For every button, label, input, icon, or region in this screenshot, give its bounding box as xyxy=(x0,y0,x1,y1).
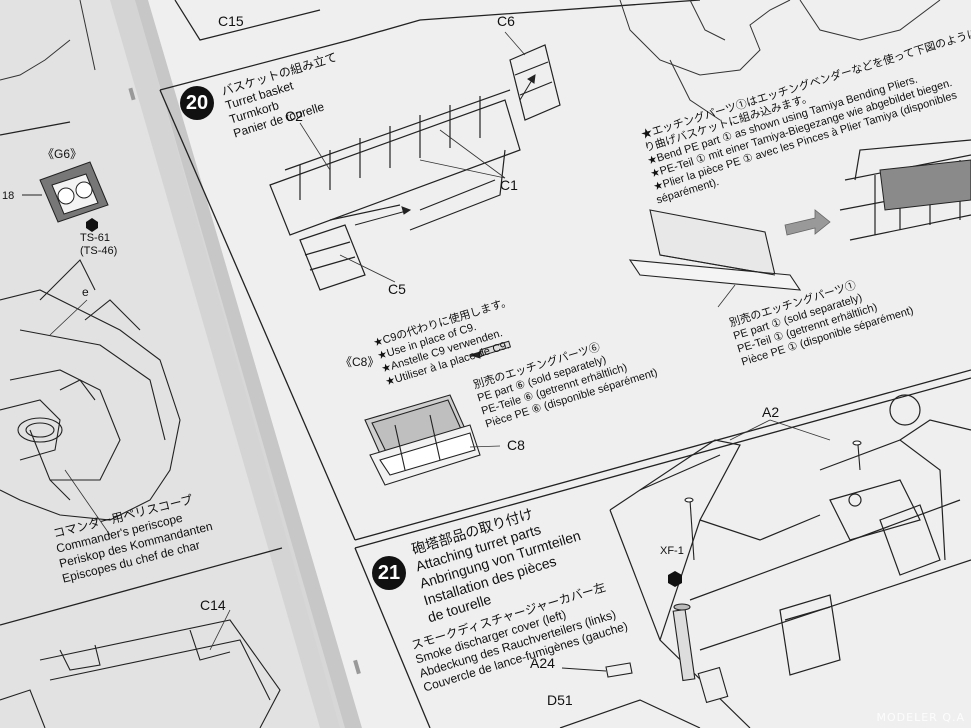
part-a24-label: A24 xyxy=(530,655,555,671)
part-c2-label: C2 xyxy=(285,108,303,124)
step-21-badge: 21 xyxy=(372,556,406,590)
part-c14-label: C14 xyxy=(200,597,226,613)
num-18-label: 18 xyxy=(2,190,15,202)
ts46-label: (TS-46) xyxy=(80,245,118,257)
watermark: MODELER Q.A xyxy=(876,711,965,724)
part-c15-label: C15 xyxy=(218,13,244,29)
ts61-label: TS-61 xyxy=(80,232,110,244)
part-c8-label: C8 xyxy=(507,437,525,453)
xf1-paint-label: XF-1 xyxy=(660,545,684,557)
part-c6-label: C6 xyxy=(497,13,515,29)
part-e-label: e xyxy=(82,285,89,299)
g6-color-label: 《G6》 xyxy=(42,147,83,161)
step-20-badge: 20 xyxy=(180,86,214,120)
part-d51-label: D51 xyxy=(547,692,573,708)
part-a2-label: A2 xyxy=(762,404,780,420)
part-c5-label: C5 xyxy=(388,281,406,297)
c8-color-label: 《C8》 xyxy=(340,355,380,369)
part-c1-label: C1 xyxy=(500,177,518,193)
